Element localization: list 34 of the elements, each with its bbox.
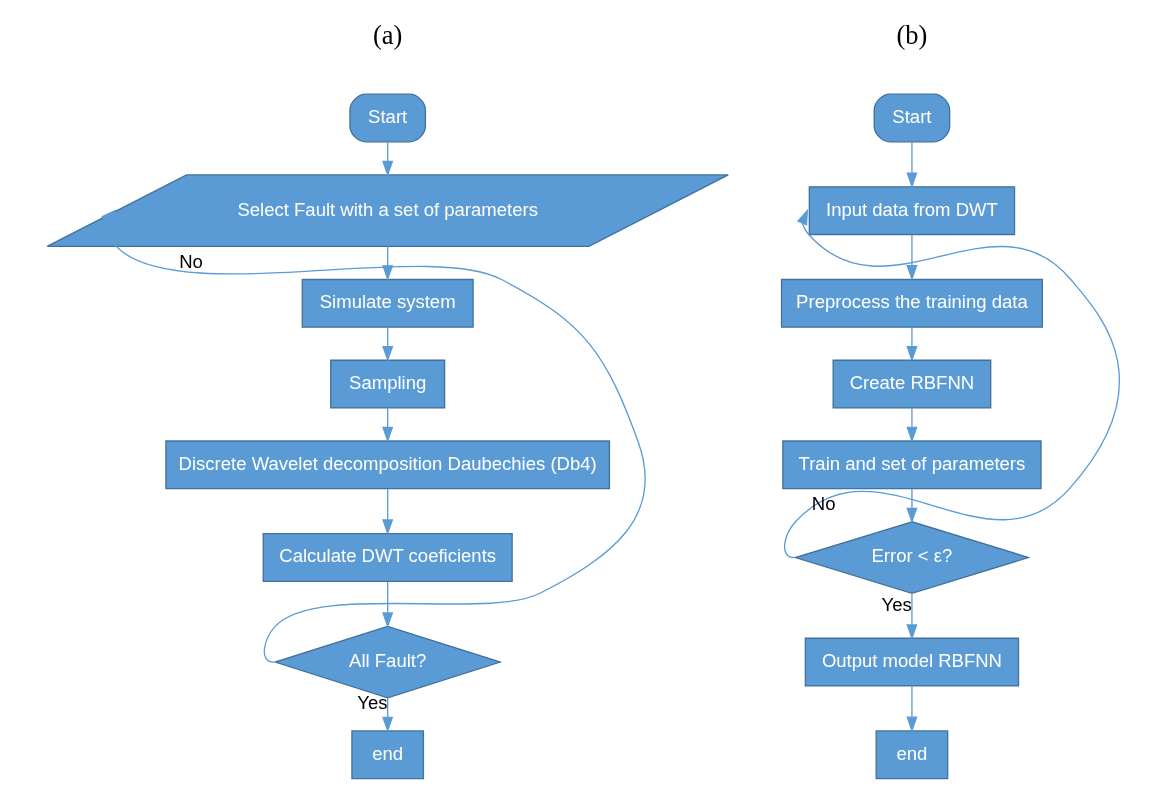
- edge-label: Yes: [881, 594, 912, 616]
- node-box: Discrete Wavelet decomposition Daubechies (Db4): [164, 440, 610, 490]
- node-box: end: [350, 730, 424, 780]
- label: (b): [896, 19, 927, 50]
- arrow: [905, 488, 917, 524]
- node-box: Calculate DWT coeficients: [262, 533, 513, 582]
- arrow: [905, 141, 917, 189]
- node-box: Output model RBFNN: [804, 637, 1019, 687]
- arrow: [381, 141, 393, 177]
- edge-label: No: [811, 493, 835, 515]
- arrow: [381, 488, 393, 536]
- node-box: Start: [873, 93, 950, 143]
- arrow: [381, 580, 393, 629]
- arrow: [905, 685, 917, 733]
- node-box: end: [875, 730, 948, 780]
- arrow: [100, 209, 646, 663]
- arrow: [381, 697, 393, 733]
- arrow: [905, 234, 917, 281]
- arrow: [783, 208, 1120, 559]
- arrow: [905, 407, 917, 443]
- arrow: [905, 326, 917, 362]
- node-diamond: Error < ε?: [792, 521, 1031, 594]
- node-box: Simulate system: [301, 278, 474, 328]
- node-box: Preprocess the training data: [780, 278, 1043, 328]
- arrow: [381, 326, 393, 362]
- node-box: Sampling: [329, 359, 445, 409]
- edge-label: No: [178, 251, 203, 273]
- arrow: [905, 592, 917, 641]
- label: (a): [372, 19, 402, 50]
- node-box: Start: [348, 93, 426, 143]
- node-box: Create RBFNN: [832, 359, 991, 409]
- node-box: Input data from DWT: [808, 186, 1015, 236]
- arrow: [381, 407, 393, 443]
- node-box: Train and set of parameters: [781, 440, 1042, 490]
